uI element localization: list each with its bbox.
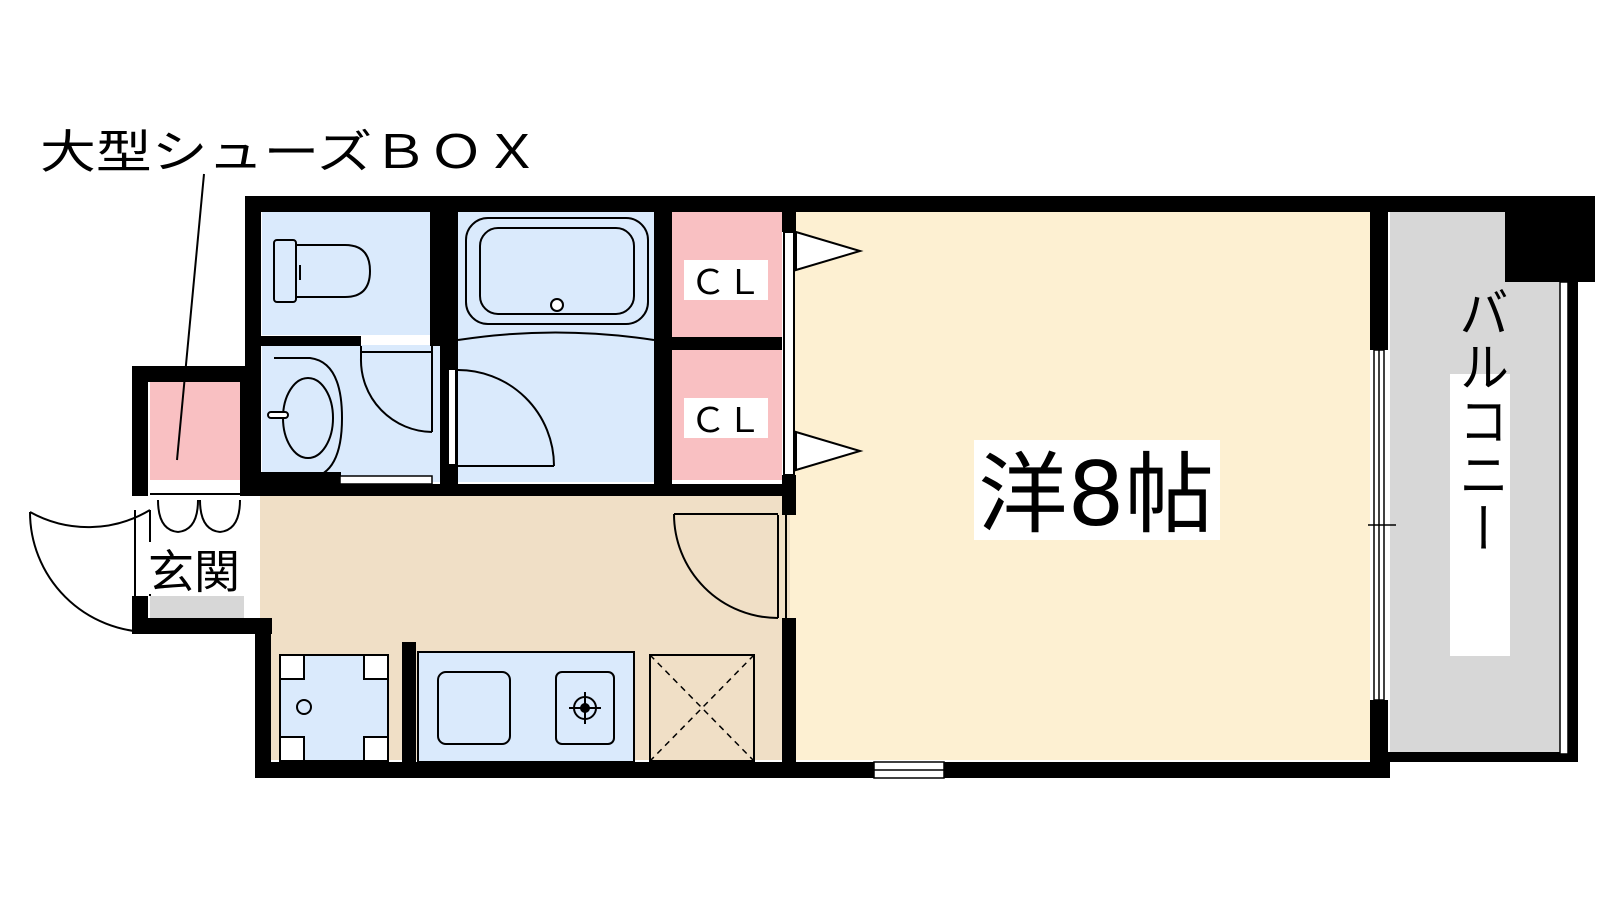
shoe-box-leader-line bbox=[176, 173, 205, 461]
closet-upper-label: ＣＬ bbox=[690, 263, 762, 303]
wash-basin-fixture bbox=[267, 357, 344, 479]
entrance-label-bg bbox=[146, 542, 246, 594]
doors bbox=[29, 346, 787, 633]
toilet-fixture bbox=[273, 239, 372, 303]
closet-lower-label-bg bbox=[684, 398, 768, 438]
balcony-corner-block bbox=[1505, 200, 1595, 282]
room-label-bg bbox=[974, 440, 1220, 540]
bathtub-fixture bbox=[457, 217, 655, 341]
balcony-label-bg bbox=[1450, 374, 1510, 656]
bathroom-area bbox=[458, 210, 654, 482]
washroom-door-sill bbox=[339, 475, 433, 485]
washing-machine-pan bbox=[279, 654, 389, 762]
room-label: 洋8帖 bbox=[978, 443, 1214, 546]
balcony-label: バルコニー bbox=[1451, 285, 1509, 555]
fridge-space bbox=[649, 654, 755, 762]
closet-upper-label-bg bbox=[684, 260, 768, 300]
closet-doors bbox=[783, 230, 864, 476]
shoe-box-area bbox=[150, 382, 244, 480]
entrance-label: 玄関 bbox=[148, 545, 240, 599]
walls bbox=[132, 196, 1595, 778]
shoe-box-label: 大型シューズＢＯＸ bbox=[40, 125, 540, 179]
kitchen-counter bbox=[417, 651, 635, 763]
closet-lower-label: ＣＬ bbox=[690, 401, 762, 441]
windows bbox=[873, 281, 1569, 779]
